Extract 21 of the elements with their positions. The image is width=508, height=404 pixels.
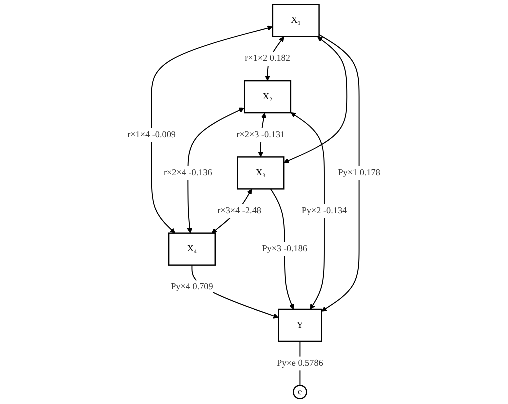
node-box: X₂ [244, 80, 292, 114]
edge-label: r×2×4 -0.136 [164, 168, 212, 178]
edge-label: Py×1 0.178 [338, 168, 380, 178]
arrow [270, 188, 294, 310]
edge-label: r×3×4 -2.48 [218, 206, 262, 216]
edge-label: Py×4 0.709 [171, 282, 214, 292]
node-box: Y [278, 308, 322, 342]
node-circle: e [293, 385, 308, 400]
edge-label: r×2×3 -0.131 [236, 130, 286, 140]
arrow [284, 36, 348, 164]
edge-label: Py×2 -0.134 [302, 206, 348, 216]
edge-label: Py×3 -0.186 [262, 244, 308, 254]
node-box: X₁ [272, 4, 320, 38]
edge-label: r×1×4 -0.009 [128, 130, 176, 140]
edge-label: Py×e 0.5786 [277, 358, 324, 368]
node-box: X₄ [168, 232, 216, 266]
node-box: X₃ [237, 156, 285, 190]
arrow [187, 108, 245, 234]
arrow [318, 34, 360, 312]
arrow [290, 112, 325, 310]
edge-label: r×1×2 0.182 [245, 54, 290, 64]
